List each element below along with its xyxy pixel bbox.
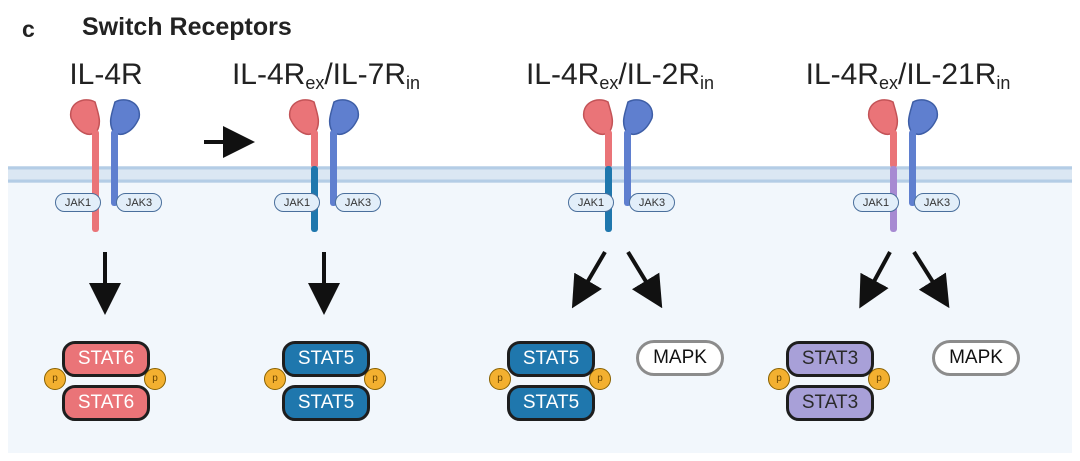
jak3-badge: JAK3 xyxy=(335,193,381,212)
receptor-il4r-il7r xyxy=(288,99,360,232)
stat3-top: STAT3 xyxy=(786,341,874,377)
stat5-top: STAT5 xyxy=(282,341,370,377)
stat6-bottom: STAT6 xyxy=(62,385,150,421)
phosphate-marker: p xyxy=(364,368,386,390)
panel-title: Switch Receptors xyxy=(82,13,292,41)
receptor-title-il4r-il7r: IL-4Rex/IL-7Rin xyxy=(231,58,421,93)
jak3-badge: JAK3 xyxy=(914,193,960,212)
jak3-badge: JAK3 xyxy=(629,193,675,212)
mapk-pill: MAPK xyxy=(932,340,1020,376)
signal-arrow xyxy=(571,250,607,309)
receptor-il4r-il21r xyxy=(867,99,939,232)
jak3-badge: JAK3 xyxy=(116,193,162,212)
jak1-badge: JAK1 xyxy=(568,193,614,212)
signal-arrow xyxy=(626,250,663,309)
mapk-pill: MAPK xyxy=(636,340,724,376)
signal-arrow xyxy=(859,251,892,309)
phosphate-marker: p xyxy=(44,368,66,390)
signal-arrow xyxy=(912,250,950,309)
stat3-bottom: STAT3 xyxy=(786,385,874,421)
phosphate-marker: p xyxy=(144,368,166,390)
phosphate-marker: p xyxy=(589,368,611,390)
receptor-title-il4r-il2r: IL-4Rex/IL-2Rin xyxy=(525,58,715,93)
panel-letter: c xyxy=(22,16,35,42)
receptor-il4r-il2r xyxy=(582,99,654,232)
receptor-title-il4r: IL-4R xyxy=(69,58,143,91)
phosphate-marker: p xyxy=(489,368,511,390)
jak1-badge: JAK1 xyxy=(853,193,899,212)
phosphate-marker: p xyxy=(264,368,286,390)
stat5-bottom: STAT5 xyxy=(282,385,370,421)
jak1-badge: JAK1 xyxy=(55,193,101,212)
stat6-top: STAT6 xyxy=(62,341,150,377)
receptor-title-il4r-il21r: IL-4Rex/IL-21Rin xyxy=(805,58,1011,93)
phosphate-marker: p xyxy=(768,368,790,390)
phosphate-marker: p xyxy=(868,368,890,390)
stat5-top: STAT5 xyxy=(507,341,595,377)
stat5-bottom: STAT5 xyxy=(507,385,595,421)
jak1-badge: JAK1 xyxy=(274,193,320,212)
